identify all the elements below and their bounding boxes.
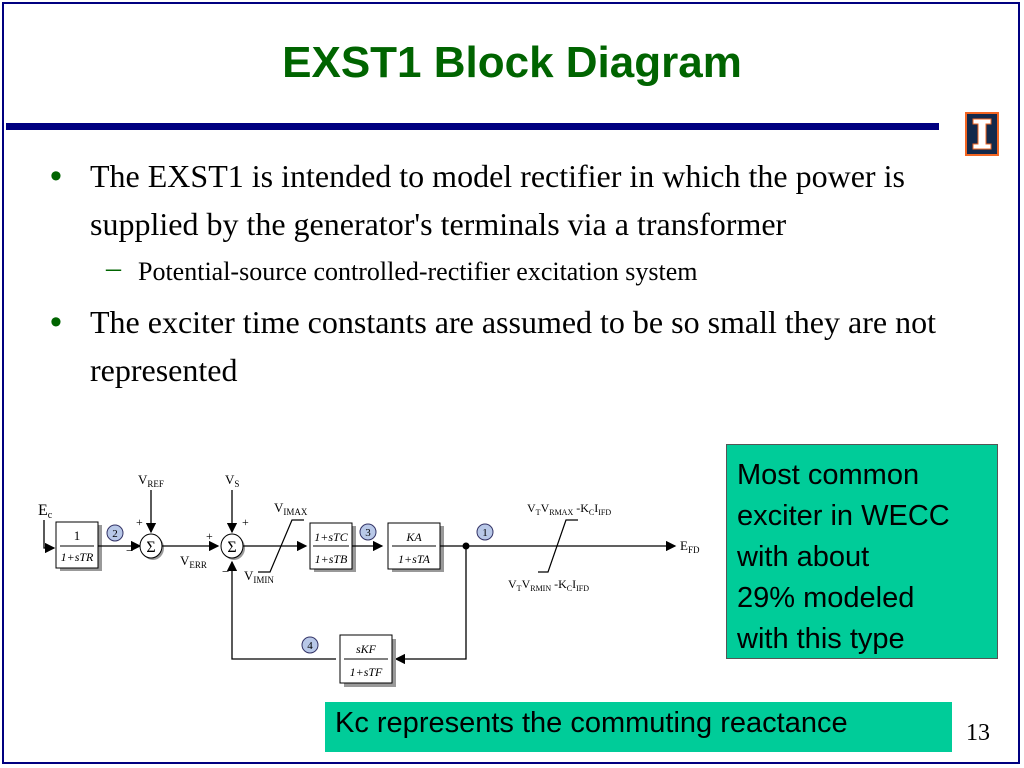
bullet-item: • The exciter time constants are assumed…: [50, 298, 970, 394]
sub-bullet-text: Potential-source controlled-rectifier ex…: [138, 257, 698, 286]
vref-label: VREF: [138, 472, 164, 489]
lead-lag-denominator: 1+sTB: [315, 552, 348, 566]
wecc-note-box: Most common exciter in WECC with about 2…: [726, 444, 998, 659]
vr-limiter: [538, 519, 578, 573]
bullet-list: • The EXST1 is intended to model rectifi…: [50, 152, 970, 394]
exst1-block-diagram: Ec 1 1+sTR 2 Σ − + VREF VERR Σ + + − VS …: [38, 472, 700, 687]
sub-bullet-item: – Potential-source controlled-rectifier …: [50, 251, 970, 292]
bullet-text: The exciter time constants are assumed t…: [90, 304, 936, 388]
badge-2: [106, 524, 124, 542]
ka-block: KA 1+sTA: [387, 522, 444, 572]
feedback-return-wire: [226, 560, 336, 660]
tr-denominator: 1+sTR: [61, 550, 94, 564]
sign-plus: +: [136, 515, 143, 529]
tr-numerator: 1: [74, 528, 81, 543]
ec-arrow: [43, 520, 56, 554]
vimax-label: VIMAX: [274, 500, 308, 517]
bullet-dot-icon: •: [50, 303, 62, 341]
kc-note-box: Kc represents the commuting reactance: [325, 702, 952, 752]
badge-3-label: 3: [365, 527, 371, 539]
kf-block: sKF 1+sTF: [339, 634, 396, 687]
dash-icon: –: [106, 251, 121, 284]
sign-plus: +: [242, 515, 249, 529]
feedback-wire: [394, 546, 467, 665]
efd-label: EFD: [680, 538, 700, 555]
kf-denominator: 1+sTF: [350, 665, 383, 679]
summer-2: Σ: [220, 533, 245, 560]
badge-4-label: 4: [307, 640, 313, 652]
tr-block: 1 1+sTR: [55, 521, 102, 571]
bullet-dot-icon: •: [50, 157, 62, 195]
vrmin-label: VTVRMIN -KCIIFD: [508, 577, 589, 593]
summer-1: Σ: [139, 533, 164, 560]
slide-title: EXST1 Block Diagram: [282, 38, 742, 87]
ka-denominator: 1+sTA: [398, 552, 431, 566]
verr-label: VERR: [180, 553, 207, 570]
bullet-text: The EXST1 is intended to model rectifier…: [90, 158, 905, 242]
sum-symbol: Σ: [227, 539, 236, 556]
sum-symbol: Σ: [146, 539, 155, 556]
badge-3: [359, 523, 377, 541]
ka-numerator: KA: [405, 530, 422, 544]
lead-lag-numerator: 1+sTC: [314, 530, 348, 544]
svg-text:Ec: Ec: [38, 502, 53, 521]
badge-4: [301, 636, 319, 654]
badge-1-label: 1: [482, 527, 488, 539]
sign-minus: −: [126, 543, 133, 558]
bullet-item: • The EXST1 is intended to model rectifi…: [50, 152, 970, 248]
title-rule: [6, 123, 939, 130]
sign-minus: −: [222, 564, 229, 579]
vimin-label: VIMIN: [244, 568, 274, 585]
page-number: 13: [966, 720, 990, 746]
lead-lag-block: 1+sTC 1+sTB: [309, 522, 356, 572]
vs-label: VS: [225, 472, 239, 489]
vrmax-label: VTVRMAX -KCIIFD: [527, 501, 611, 517]
badge-1: [476, 523, 494, 541]
badge-2-label: 2: [112, 528, 118, 540]
university-logo-icon: [965, 112, 999, 156]
kf-numerator: sKF: [356, 642, 377, 656]
sign-plus: +: [206, 529, 213, 543]
vi-limiter: [258, 519, 304, 573]
ec-input-label: Ec: [38, 502, 53, 521]
